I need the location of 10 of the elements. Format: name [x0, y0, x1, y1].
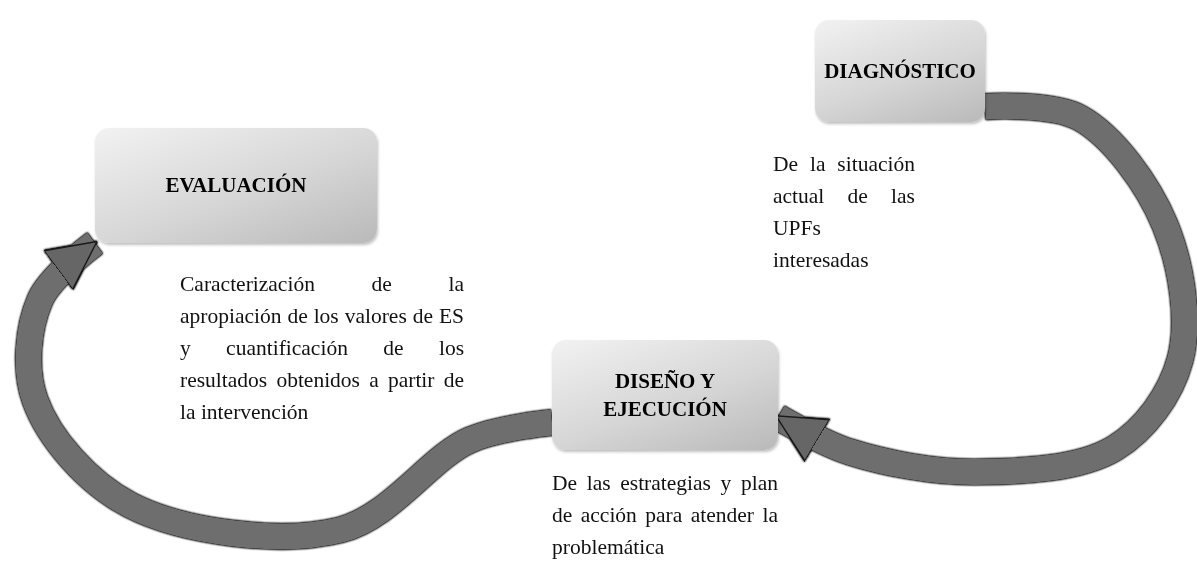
process-box [815, 20, 985, 122]
process-box [95, 128, 377, 243]
stage-title: EVALUACIÓN [165, 172, 307, 200]
stage-title: DISEÑO Y EJECUCIÓN [602, 367, 728, 423]
process-box [552, 340, 778, 450]
curved-arrow [15, 232, 554, 550]
stage-description: De la situación actual de las UPFs interesadas [773, 151, 915, 274]
stage-description: De las estrategias y plan de acción para atender la problemática [552, 470, 778, 561]
stage-description: Caracterización de la apropiación de los valores de ES y cuantificación de los resultados obtenidos a partir de la intervención [180, 271, 464, 426]
stage-title: DIAGNÓSTICO [824, 57, 976, 85]
